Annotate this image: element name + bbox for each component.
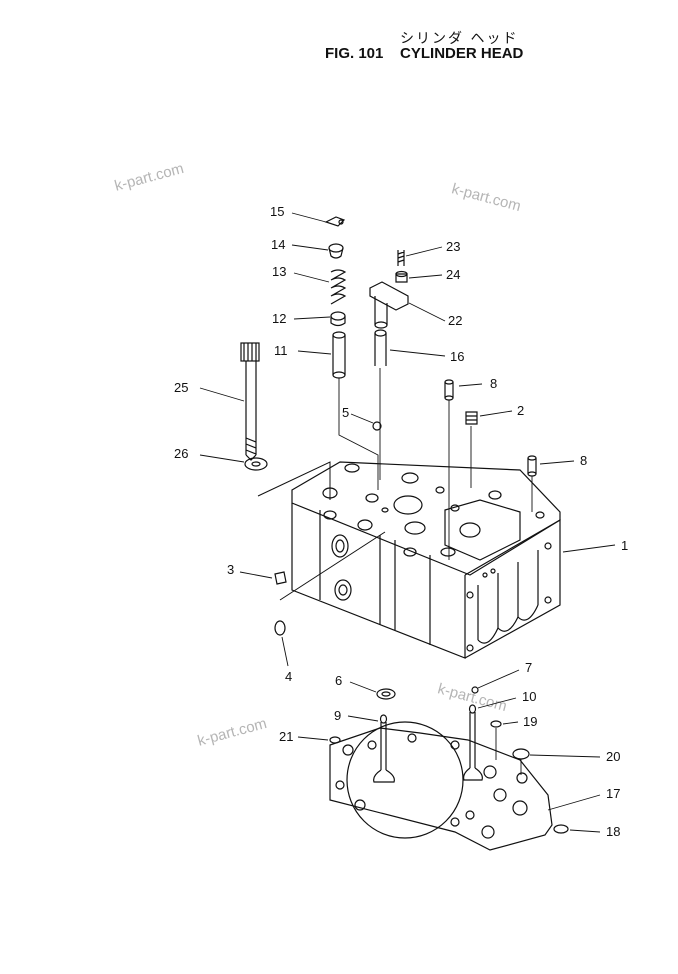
callout-11: 11 — [274, 343, 288, 358]
valve-seat — [471, 686, 479, 694]
callout-21: 21 — [279, 729, 293, 744]
callout-1: 1 — [621, 538, 628, 553]
head-gasket — [329, 721, 553, 851]
cylinder-head — [291, 461, 561, 659]
adjusting-screw — [397, 250, 405, 266]
plug — [274, 571, 287, 585]
callout-16: 16 — [450, 349, 464, 364]
ring-19 — [490, 720, 502, 728]
leader-lines — [199, 212, 616, 833]
figure-name: CYLINDER HEAD — [400, 45, 524, 62]
callout-25: 25 — [174, 380, 188, 395]
callout-4: 4 — [285, 669, 292, 684]
callout-18: 18 — [606, 824, 620, 839]
callout-19: 19 — [523, 714, 537, 729]
valve-cotter — [324, 216, 346, 227]
o-ring — [274, 620, 286, 636]
callout-12: 12 — [272, 311, 286, 326]
lock-nut — [395, 270, 408, 283]
exhaust-valve — [463, 704, 483, 781]
callout-14: 14 — [271, 237, 285, 252]
callout-15: 15 — [270, 204, 284, 219]
callout-5: 5 — [342, 405, 349, 420]
spring-retainer — [328, 243, 344, 259]
dowel-pin — [527, 455, 537, 512]
ring-20 — [512, 748, 530, 760]
steel-ball — [372, 421, 382, 431]
callout-17: 17 — [606, 786, 620, 801]
callout-8b: 8 — [580, 453, 587, 468]
bolt-washer — [244, 457, 268, 471]
valve-spring — [330, 269, 347, 305]
title-japanese: シリンダ ヘッド — [400, 31, 519, 47]
callout-20: 20 — [606, 749, 620, 764]
callout-22: 22 — [448, 313, 462, 328]
plug — [465, 411, 478, 488]
callout-6: 6 — [335, 673, 342, 688]
valve-seat-seal — [376, 688, 396, 700]
callout-13: 13 — [272, 264, 286, 279]
callout-8: 8 — [490, 376, 497, 391]
callout-3: 3 — [227, 562, 234, 577]
callout-23: 23 — [446, 239, 460, 254]
valve-guide — [332, 331, 379, 490]
callout-26: 26 — [174, 446, 188, 461]
callout-10: 10 — [522, 689, 536, 704]
figure-title: FIG. 101 CYLINDER HEAD — [325, 45, 523, 62]
figure-number: FIG. 101 — [325, 45, 384, 62]
callout-2: 2 — [517, 403, 524, 418]
valve-stem-seal — [330, 311, 346, 327]
callout-9: 9 — [334, 708, 341, 723]
callout-numbers: 1 2 3 4 5 6 7 8 8 9 10 11 12 13 14 15 16… — [174, 204, 628, 839]
callout-24: 24 — [446, 267, 460, 282]
dowel-pin — [444, 379, 454, 560]
ring-18 — [553, 824, 569, 834]
valve-bridge — [369, 281, 409, 329]
intake-valve — [373, 714, 395, 783]
head-bolt — [240, 342, 260, 461]
callout-7: 7 — [525, 660, 532, 675]
ring-21 — [329, 736, 341, 744]
bridge-guide-pin — [374, 329, 387, 480]
